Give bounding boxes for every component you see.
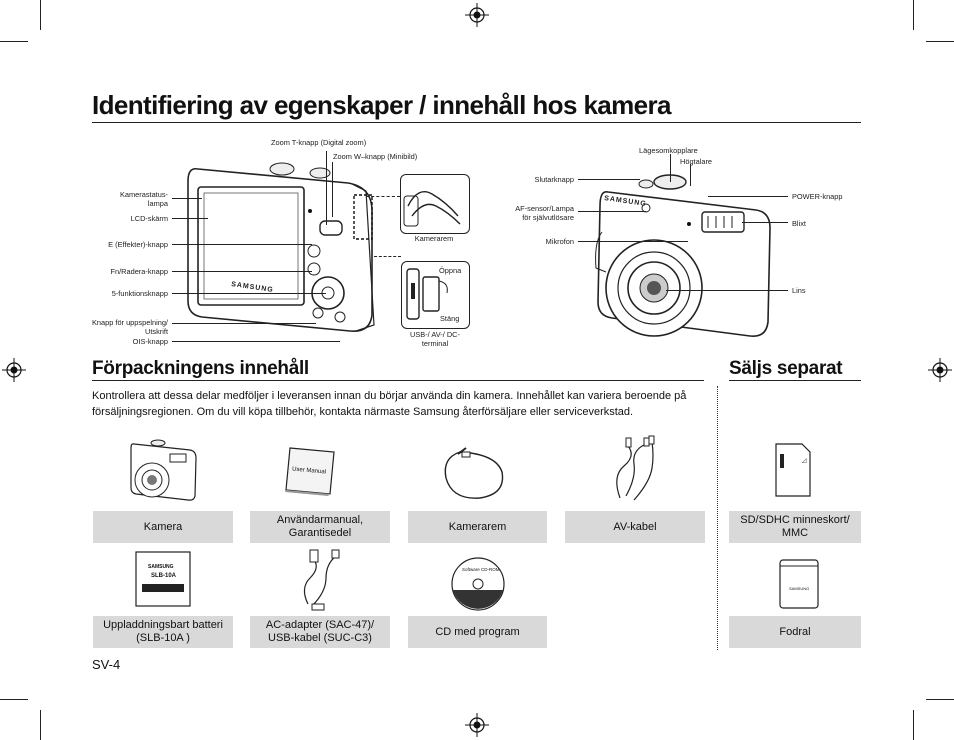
leader-line	[708, 196, 788, 197]
cd-label-text: Software CD-ROM	[462, 567, 500, 572]
crop-mark	[0, 41, 28, 42]
item-caption-case: Fodral	[729, 616, 861, 648]
leader-line	[172, 218, 208, 219]
registration-mark-top	[465, 3, 489, 27]
label-playback-button: Knapp för uppspelning/ Utskrift	[91, 318, 168, 336]
cd-item-image	[451, 557, 505, 611]
label-lens: Lins	[792, 286, 806, 295]
label-microphone: Mikrofon	[545, 237, 574, 246]
label-ois-button: OIS-knapp	[132, 337, 168, 346]
leader-line	[172, 198, 202, 199]
label-lcd: LCD-skärm	[130, 214, 168, 223]
leader-line	[666, 290, 788, 291]
camera-item-image	[130, 439, 197, 501]
sd-card-item-image: ◿	[775, 443, 811, 497]
leader-line	[742, 222, 788, 223]
leader-line	[670, 154, 671, 182]
strap-inset	[400, 174, 470, 234]
item-caption-av-cable: AV-kabel	[565, 511, 705, 543]
label-strap-inset: Kamerarem	[414, 234, 454, 243]
label-terminal: USB-/ AV-/ DC- terminal	[410, 330, 460, 348]
leader-line	[578, 211, 646, 212]
label-fn-delete-button: Fn/Radera-knapp	[110, 267, 168, 276]
camera-back-illustration	[187, 162, 375, 332]
label-zoom-t: Zoom T-knapp (Digital zoom)	[271, 138, 367, 147]
case-brand: SAMSUNG	[789, 586, 810, 591]
package-intro: Kontrollera att dessa delar medföljer i …	[92, 390, 687, 418]
package-rule	[92, 380, 704, 381]
battery-model: SLB-10A	[151, 573, 177, 579]
title-rule	[92, 122, 861, 123]
label-flash: Blixt	[792, 219, 806, 228]
leader-line	[578, 179, 640, 180]
label-speaker: Högtalare	[680, 157, 713, 166]
crop-mark	[0, 699, 28, 700]
registration-mark-right	[928, 358, 952, 382]
item-caption-battery: Uppladdningsbart batteri (SLB-10A )	[93, 616, 233, 648]
terminal-inset	[401, 261, 470, 329]
av-cable-item-image	[616, 435, 655, 501]
strap-inset-illustration	[403, 191, 461, 227]
leader-line	[172, 323, 316, 324]
leader-line	[172, 271, 312, 272]
ac-adapter-item-image	[303, 549, 340, 611]
separate-heading: Säljs separat	[729, 358, 843, 379]
item-caption-cd: CD med program	[408, 616, 547, 648]
crop-mark	[926, 699, 954, 700]
label-shutter: Slutarknapp	[534, 175, 574, 184]
leader-line	[326, 151, 327, 225]
case-item-image	[779, 559, 819, 609]
item-caption-camera: Kamera	[93, 511, 233, 543]
strap-item-image	[444, 447, 504, 499]
registration-mark-bottom	[465, 713, 489, 737]
inset-connector	[366, 196, 400, 198]
item-caption-sd-card: SD/SDHC minneskort/ MMC	[729, 511, 861, 543]
item-caption-ac-adapter: AC-adapter (SAC-47)/ USB-kabel (SUC-C3)	[250, 616, 390, 648]
label-power-button: POWER-knapp	[792, 192, 843, 201]
leader-line	[172, 293, 326, 294]
separate-rule	[729, 380, 861, 381]
label-af-sensor: AF-sensor/Lampa för självutlösare	[515, 204, 574, 222]
label-zoom-w: Zoom W–knapp (Minibild)	[333, 152, 418, 161]
crop-mark	[40, 0, 41, 30]
crop-mark	[913, 0, 914, 30]
label-effects-button: E (Effekter)-knapp	[108, 240, 168, 249]
leader-line	[690, 164, 691, 186]
package-heading: Förpackningens innehåll	[92, 358, 309, 379]
label-status-lamp: Kamerastatus- lampa	[119, 190, 168, 208]
crop-mark	[913, 710, 914, 740]
page-title: Identifiering av egenskaper / innehåll h…	[92, 90, 672, 120]
leader-line	[172, 341, 340, 342]
svg-text:◿: ◿	[802, 457, 807, 464]
battery-item-image	[135, 551, 191, 607]
leader-line	[172, 244, 312, 245]
crop-mark	[40, 710, 41, 740]
item-caption-manual: Användarmanual, Garantisedel	[250, 511, 390, 543]
separator-dotted	[717, 386, 718, 650]
manual-item-image	[285, 447, 335, 496]
label-mode-dial: Lägesomkopplare	[639, 146, 698, 155]
crop-mark	[926, 41, 954, 42]
leader-line	[578, 241, 688, 242]
item-caption-strap: Kamerarem	[408, 511, 547, 543]
leader-line	[332, 162, 333, 217]
label-open: Öppna	[439, 266, 462, 275]
registration-mark-left	[2, 358, 26, 382]
battery-brand: SAMSUNG	[148, 564, 174, 570]
inset-connector	[374, 256, 401, 258]
camera-front-illustration	[595, 174, 771, 338]
label-five-function-button: 5-funktionsknapp	[111, 289, 168, 298]
label-close: Stäng	[440, 314, 460, 323]
terminal-inset-illustration	[406, 268, 448, 320]
page-number: SV-4	[92, 657, 121, 672]
